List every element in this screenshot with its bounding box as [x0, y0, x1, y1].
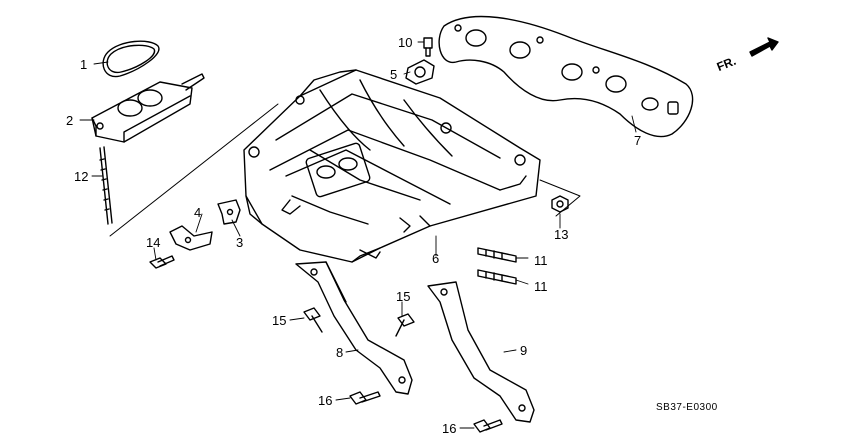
- bolt-10-part: [423, 37, 433, 57]
- callout-16-right: 16: [442, 421, 457, 436]
- stud-bolt-part: [99, 146, 113, 225]
- bolt-16b-part: [473, 419, 503, 433]
- manifold-gasket-part: [438, 15, 694, 138]
- carburetor-insulator-part: [91, 73, 205, 143]
- intake-manifold-part: [243, 69, 541, 263]
- callout-11-lower: 11: [534, 279, 548, 294]
- callout-6: 6: [432, 251, 440, 266]
- callout-14: 14: [146, 235, 161, 250]
- bolt-16a-part: [349, 391, 381, 405]
- sensor-part: [405, 59, 435, 85]
- callout-11-upper: 11: [534, 253, 548, 268]
- callout-12: 12: [74, 169, 89, 184]
- bracket-4-part: [169, 225, 213, 251]
- diagram-code: SB37-E0300: [656, 402, 718, 413]
- callout-5: 5: [390, 67, 398, 82]
- callout-1: 1: [80, 57, 88, 72]
- manifold-stay-9-part: [427, 281, 535, 423]
- manifold-stay-8-part: [295, 261, 413, 395]
- callout-4: 4: [194, 205, 202, 220]
- bolt-15a-part: [303, 307, 323, 333]
- insulator-gasket-part: [102, 40, 160, 78]
- bolt-15b-part: [395, 313, 415, 337]
- nut-guide-line: [539, 179, 581, 217]
- stud-bolt-11b-part: [477, 269, 517, 285]
- callout-13: 13: [554, 227, 569, 242]
- stud-bolt-11a-part: [477, 247, 517, 263]
- callout-7: 7: [634, 133, 642, 148]
- bolt-14-part: [149, 255, 175, 269]
- leader-lines: [79, 41, 637, 429]
- callout-10: 10: [398, 35, 413, 50]
- callout-3: 3: [236, 235, 244, 250]
- callout-8: 8: [336, 345, 344, 360]
- callout-15-right: 15: [396, 289, 411, 304]
- callout-16-left: 16: [318, 393, 333, 408]
- callout-15-left: 15: [272, 313, 287, 328]
- callout-2: 2: [66, 113, 74, 128]
- bracket-3-part: [217, 199, 241, 225]
- front-direction-arrow: [749, 37, 779, 57]
- callout-9: 9: [520, 343, 528, 358]
- nut-13-part: [551, 195, 569, 213]
- assembly-guide-line: [109, 103, 279, 237]
